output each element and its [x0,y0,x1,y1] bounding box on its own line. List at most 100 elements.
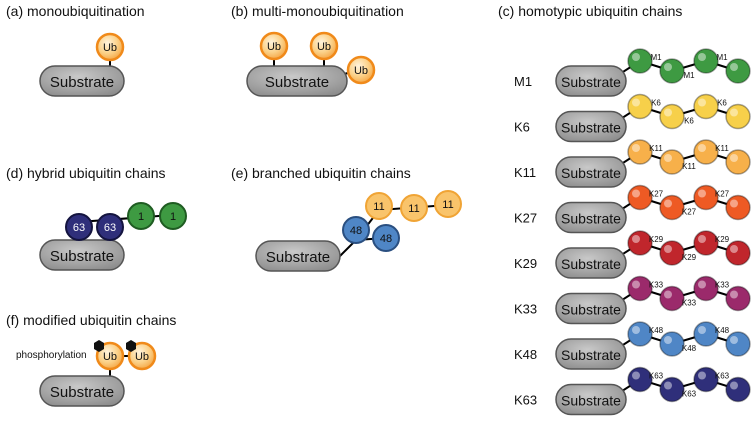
linkage-site-label: M1 [650,53,662,62]
ubiquitin-node [346,55,376,85]
sphere-highlight [664,245,672,253]
sphere-highlight [664,290,672,299]
linkage-site-label: K63 [649,372,664,381]
m1-ubiquitin-node [725,58,751,84]
linkage-site-label: K33 [649,281,664,290]
k63-ubiquitin-node [65,213,93,241]
ubiquitin-label: Ub [135,351,149,363]
linkage-site-label: K48 [649,326,664,335]
substrate [555,247,627,279]
m1-ubiquitin-node [693,48,719,74]
linkage-site-label: M1 [716,53,728,62]
k27-ubiquitin-node [627,184,653,211]
ubiquitin-node [259,31,289,61]
panel-f: Substrate Ub Ub phosphorylation [16,340,157,407]
k29-ubiquitin-node [693,230,719,256]
linkage-label: 63 [73,222,85,234]
panel-b: Substrate Ub Ub Ub [246,31,376,97]
linkage-site-label: K48 [682,344,697,353]
ubiquitin-label: Ub [103,42,117,54]
linkage-label: 1 [138,211,144,223]
sphere-highlight [664,63,672,71]
substrate [555,110,627,143]
sphere-highlight [632,189,640,198]
k11-ubiquitin-node [400,194,428,222]
panel-e-title: (e) branched ubiquitin chains [231,165,411,181]
substrate [555,65,627,97]
panel-a: Substrate Ub [39,32,125,97]
linkage-site-label: K48 [715,326,730,335]
k11-ubiquitin-node [365,192,393,220]
linkage-site-label: K29 [715,235,730,244]
sphere-highlight [730,154,738,162]
m1-ubiquitin-node [659,58,685,84]
k48-ubiquitin-node [725,331,751,357]
linkage-site-label: M1 [683,71,695,80]
panel-a-title: (a) monoubiquitination [6,3,145,19]
sphere-highlight [730,381,738,390]
linkage-label: 11 [442,199,453,211]
linkage-site-label: K27 [649,190,664,199]
substrate-label: Substrate [50,74,114,91]
linkage-label: 48 [350,225,362,237]
panel-b-title: (b) multi-monoubiquitination [231,3,404,19]
panel-c-title: (c) homotypic ubiquitin chains [498,3,682,19]
k6-ubiquitin-node [659,103,685,130]
sphere-highlight [698,98,706,107]
sphere-highlight [632,371,640,380]
sphere-highlight [664,108,672,117]
linkage-type-label: M1 [514,74,532,89]
k29-ubiquitin-node [627,230,653,256]
linkage-site-label: K6 [684,117,694,126]
k27-ubiquitin-node [693,184,719,211]
phosphate-marker [94,340,104,352]
k48-ubiquitin-node [659,331,685,357]
linkage-site-label: K11 [649,144,663,153]
substrate-label: Substrate [50,384,114,401]
linkage-type-label: K48 [514,347,537,362]
sphere-highlight [698,371,706,380]
m1-ubiquitin-node [127,202,155,230]
k33-ubiquitin-node [725,285,751,312]
ubiquitin-node [95,341,125,371]
sphere-highlight [632,280,640,289]
substrate-label: Substrate [50,248,114,265]
linkage-site-label: K6 [717,99,727,108]
sphere-highlight [730,290,738,299]
k6-ubiquitin-node [725,103,751,130]
k29-ubiquitin-node [725,240,751,266]
linkage-type-label: K27 [514,211,537,226]
linkage-type-label: K33 [514,302,537,317]
sphere-highlight [664,154,672,162]
k11-ubiquitin-node [659,149,685,175]
k63-ubiquitin-node [725,376,751,403]
sphere-highlight [730,336,738,344]
linkage-type-label: K63 [514,393,537,408]
linkage-type-label: K11 [514,165,536,180]
panel-e: Substrate 48 48 11 11 11 [255,190,462,272]
linkage-type-label: K6 [514,120,530,135]
sphere-highlight [632,98,640,107]
panel-d-title: (d) hybrid ubiquitin chains [6,165,166,181]
sphere-highlight [698,144,706,152]
linkage-label: 63 [104,222,116,234]
linkage-label: 48 [380,233,392,245]
substrate-label: Substrate [561,165,621,181]
ubiquitin-label: Ub [267,41,281,53]
k33-ubiquitin-node [693,275,719,302]
linkage-site-label: K27 [715,190,730,199]
substrate-label: Substrate [561,393,621,409]
sphere-highlight [632,53,640,61]
ubiquitin-node [127,341,157,371]
m1-ubiquitin-node [627,48,653,74]
substrate [255,240,341,272]
substrate [555,338,627,370]
substrate [555,292,627,325]
substrate [39,65,125,97]
